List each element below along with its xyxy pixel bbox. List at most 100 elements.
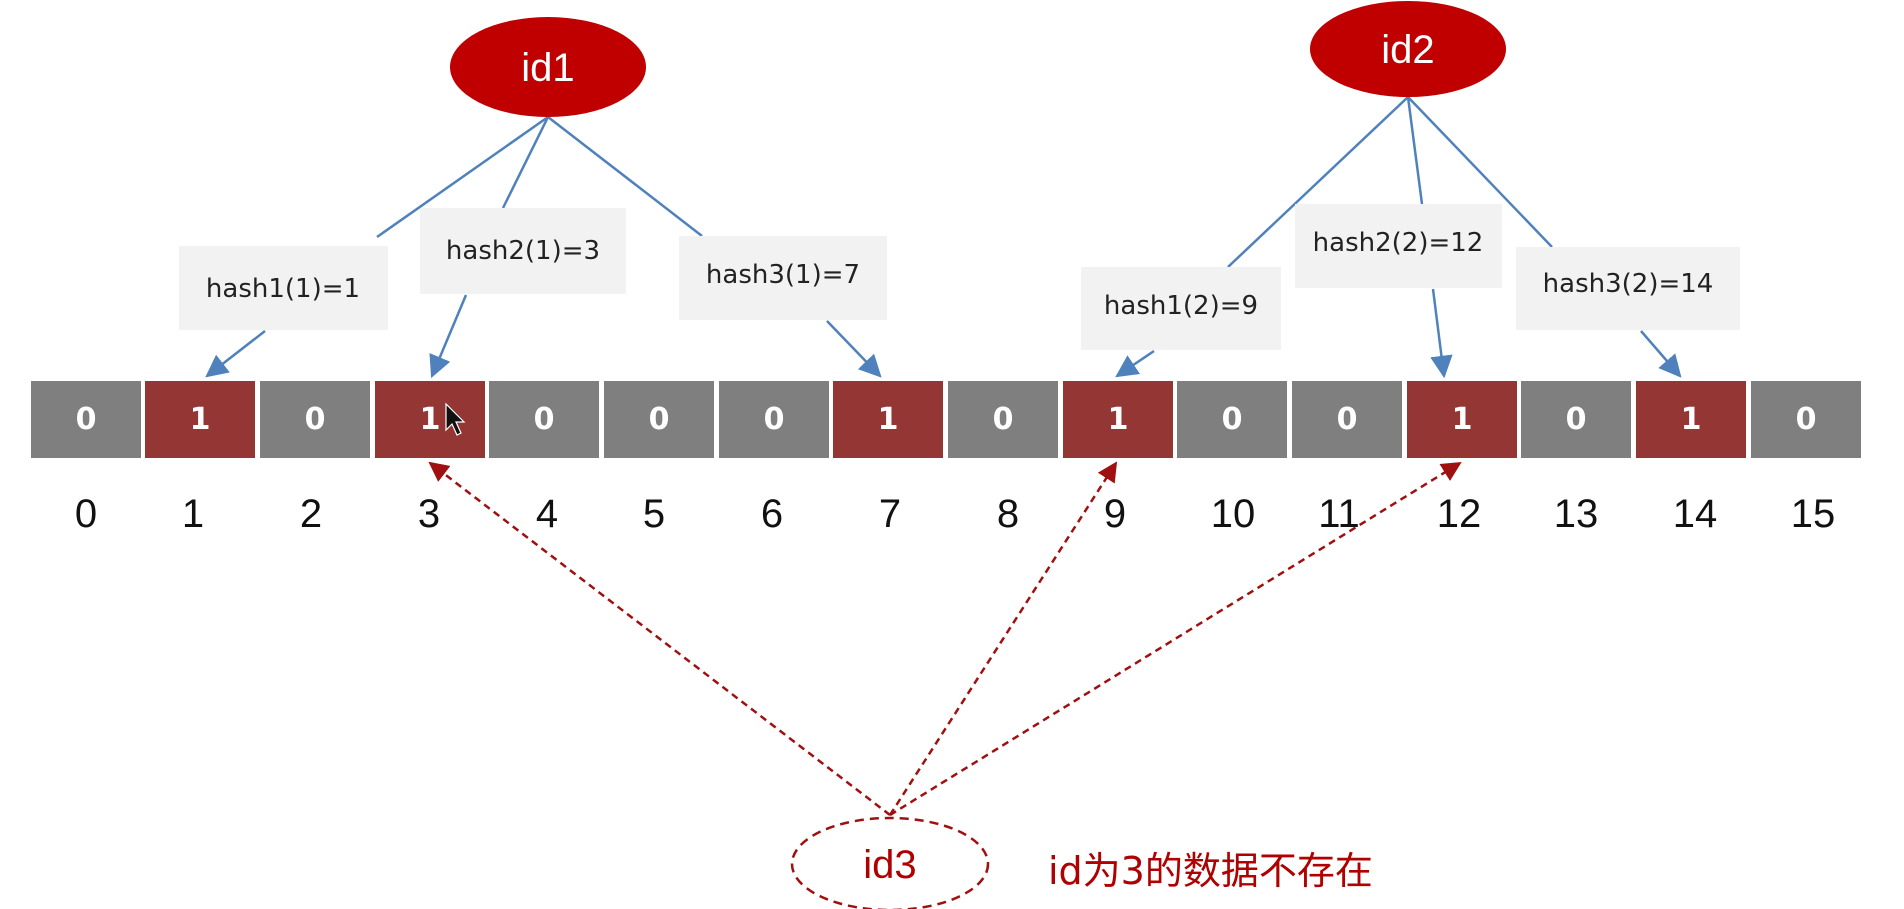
index-label: 6: [761, 492, 783, 536]
index-label: 10: [1211, 492, 1256, 536]
bit-value: 0: [534, 402, 555, 437]
bit-cell-box: [375, 381, 485, 458]
edge-id2-hash2: [1406, 96, 1424, 205]
bit-cell: 1: [1407, 381, 1517, 458]
hash-label-text: hash3(1)=7: [706, 260, 860, 290]
hash-label-text: hash1(1)=1: [206, 274, 360, 304]
hash-label-text: hash3(2)=14: [1543, 269, 1714, 299]
query-arrow: [889, 461, 1462, 817]
node-id3: [790, 816, 990, 909]
bit-value: 1: [1452, 402, 1473, 437]
hash-label-text: hash2(1)=3: [446, 236, 600, 266]
index-label: 12: [1437, 492, 1482, 536]
bit-cell: 0: [719, 381, 829, 458]
arrow-hash-to-bit: [205, 330, 266, 378]
node-id1-label: id1: [521, 46, 574, 90]
index-label: 5: [643, 492, 665, 536]
node-id3-label: id3: [863, 843, 916, 887]
index-label: 8: [997, 492, 1019, 536]
bit-cell: 1: [833, 381, 943, 458]
arrow-hash-to-bit: [1430, 288, 1453, 379]
hash-label-box: [1295, 204, 1502, 288]
edge-id2-hash1: [1227, 96, 1409, 268]
hash-label-box: [679, 236, 887, 320]
bit-cell-box: [1521, 381, 1631, 458]
bit-cell: 0: [1177, 381, 1287, 458]
index-label: 2: [300, 492, 322, 536]
index-label: 0: [75, 492, 97, 536]
bit-cell: 0: [948, 381, 1058, 458]
bit-cell-box: [1292, 381, 1402, 458]
bit-value: 1: [1681, 402, 1702, 437]
hash-label-box: [420, 208, 626, 294]
bit-cell: 0: [1521, 381, 1631, 458]
bit-cell-box: [604, 381, 714, 458]
bit-cell-box: [1407, 381, 1517, 458]
edge-id1-hash2: [501, 116, 550, 209]
bit-cell-box: [1177, 381, 1287, 458]
bit-cell: 0: [31, 381, 141, 458]
hash-label-box: [179, 246, 388, 330]
bit-value: 1: [1108, 402, 1129, 437]
edge-id2-hash3: [1407, 96, 1553, 248]
bit-cell-box: [145, 381, 255, 458]
bit-cell-box: [833, 381, 943, 458]
hash-label-text: hash2(2)=12: [1313, 228, 1484, 258]
bit-cell: 0: [604, 381, 714, 458]
bit-cell: 0: [1292, 381, 1402, 458]
bit-cell-box: [489, 381, 599, 458]
bit-value: 0: [649, 402, 670, 437]
index-label: 14: [1673, 492, 1718, 536]
cursor-icon: [445, 402, 466, 436]
bit-cell: 1: [1063, 381, 1173, 458]
index-label: 7: [879, 492, 901, 536]
node-id1: [450, 17, 646, 117]
index-label: 13: [1554, 492, 1599, 536]
bit-value: 1: [190, 402, 211, 437]
bit-cell-box: [1751, 381, 1861, 458]
index-label: 15: [1791, 492, 1836, 536]
edge-id1-hash1: [376, 115, 549, 239]
bit-value: 0: [1796, 402, 1817, 437]
bit-cell: 1: [1636, 381, 1746, 458]
bit-value: 0: [305, 402, 326, 437]
bit-cell: 1: [375, 381, 485, 458]
arrow-hash-to-bit: [429, 294, 468, 379]
bit-cell-box: [1063, 381, 1173, 458]
bit-value: 0: [1222, 402, 1243, 437]
edge-id1-hash3: [547, 116, 703, 237]
arrow-hash-to-bit: [1640, 330, 1682, 378]
bit-array: 0 1 0 1 0 0 0 1: [31, 381, 1861, 536]
index-label: 1: [182, 492, 204, 536]
bit-cell-box: [1636, 381, 1746, 458]
bit-value: 0: [76, 402, 97, 437]
bit-cell-box: [260, 381, 370, 458]
node-id2-label: id2: [1381, 28, 1434, 72]
index-label: 9: [1104, 492, 1126, 536]
query-arrow: [888, 461, 1118, 816]
hash-label-text: hash1(2)=9: [1104, 291, 1258, 321]
bit-cell-box: [948, 381, 1058, 458]
hash-label-box: [1081, 267, 1281, 350]
query-note: id为3的数据不存在: [1048, 849, 1373, 893]
bit-cell: 1: [145, 381, 255, 458]
bit-value: 0: [764, 402, 785, 437]
index-label: 4: [536, 492, 558, 536]
arrow-hash-to-bit: [1115, 349, 1155, 378]
index-label: 3: [418, 492, 440, 536]
bit-value: 0: [1337, 402, 1358, 437]
bit-cell-box: [31, 381, 141, 458]
bit-cell: 0: [260, 381, 370, 458]
bit-cell: 0: [489, 381, 599, 458]
bit-cell: 0: [1751, 381, 1861, 458]
bit-value: 0: [1566, 402, 1587, 437]
node-id2: [1310, 1, 1506, 97]
hash-label-box: [1516, 247, 1740, 330]
bit-value: 1: [878, 402, 899, 437]
bit-cell-box: [719, 381, 829, 458]
bit-value: 0: [993, 402, 1014, 437]
arrow-hash-to-bit: [826, 320, 882, 378]
query-arrow: [428, 461, 891, 816]
bit-value: 1: [420, 402, 441, 437]
